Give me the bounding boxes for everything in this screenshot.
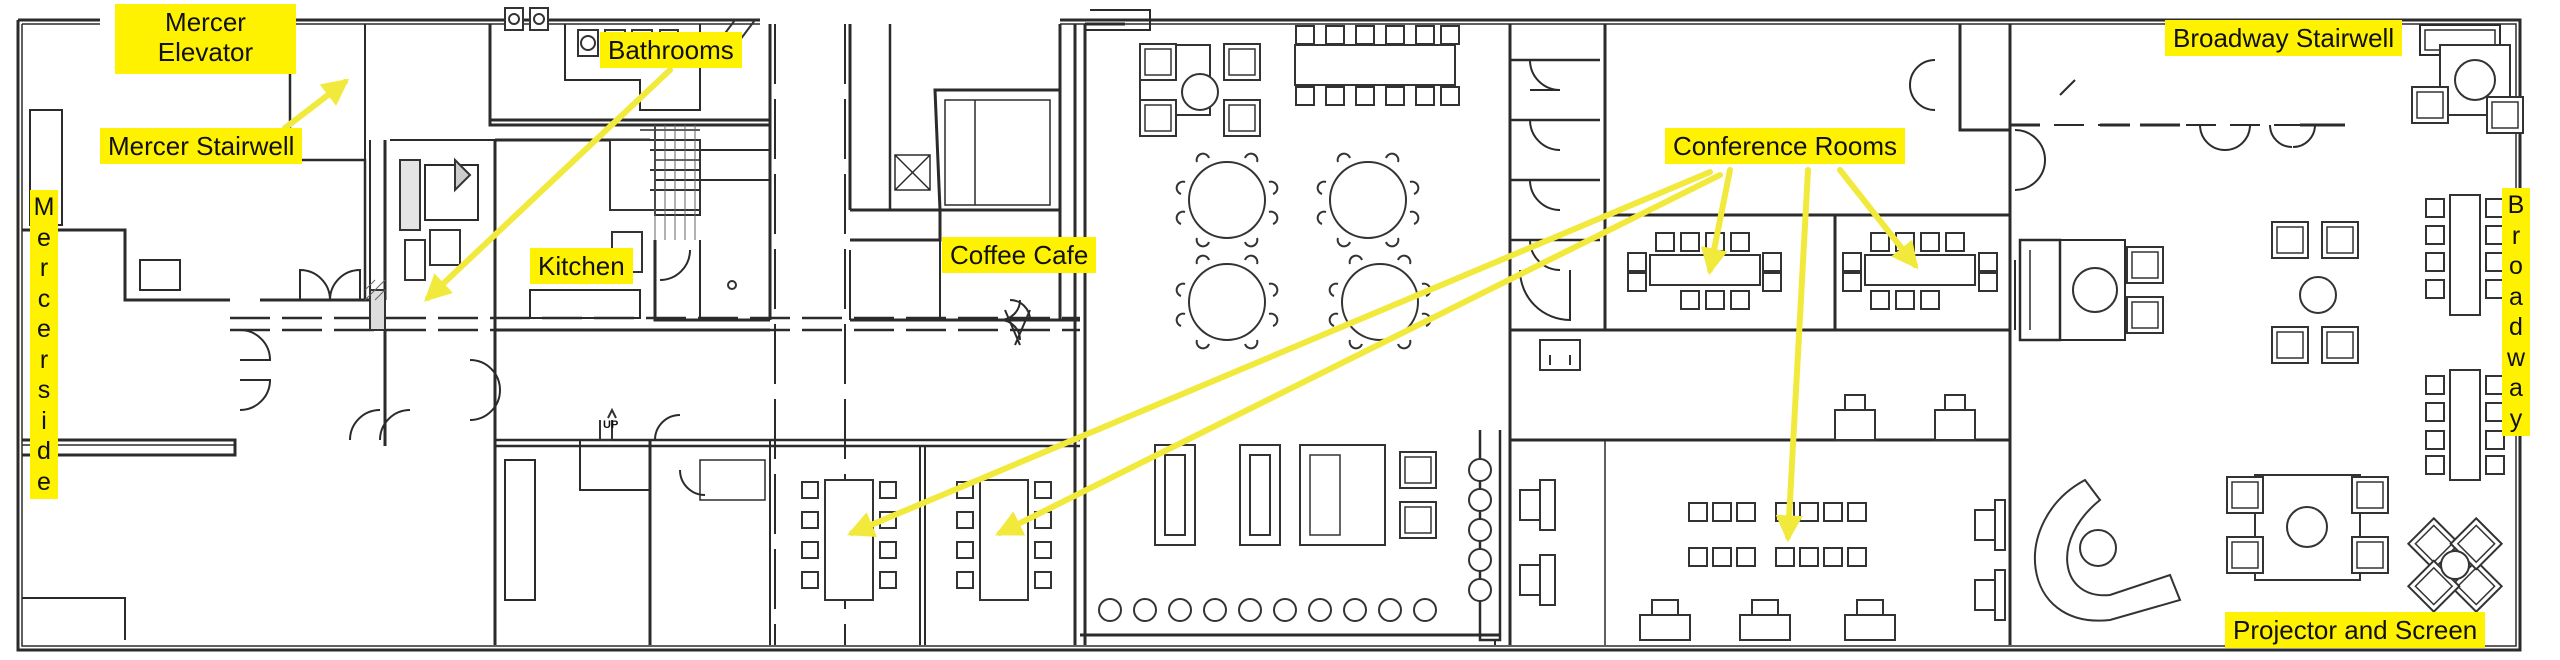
dining-furniture [1098,25,1492,622]
label-mercer-stairwell: Mercer Stairwell [100,128,303,164]
label-projector-and-screen: Projector and Screen [2225,612,2486,648]
arrow-conf-4 [847,169,1713,538]
walls [16,9,2522,652]
label-broadway-stairwell: Broadway Stairwell [2165,20,2403,56]
conference-tables-south [801,479,1052,601]
annotation-arrows [282,67,1919,543]
up-marker: UP [603,419,618,431]
conference-room-furniture [1519,232,2006,641]
label-mercer-elevator: Mercer Elevator [115,4,296,74]
fixtures [369,7,756,441]
arrow-conf-5 [995,172,1723,536]
arrow-conf-2 [1837,167,1919,270]
door-swings [239,59,2316,496]
arrow-conf-1 [1700,167,1733,276]
label-coffee-cafe: Coffee Cafe [942,237,1097,273]
broadway-furniture [2034,44,2524,622]
arrow-to-bathroom [424,67,673,302]
hatched-walls [364,125,696,301]
label-bathrooms: Bathrooms [600,32,742,68]
label-kitchen: Kitchen [530,248,633,284]
label-conference-rooms: Conference Rooms [1665,128,1905,164]
arrow-conf-3 [1775,167,1811,543]
arrow-to-elevator [282,78,350,131]
